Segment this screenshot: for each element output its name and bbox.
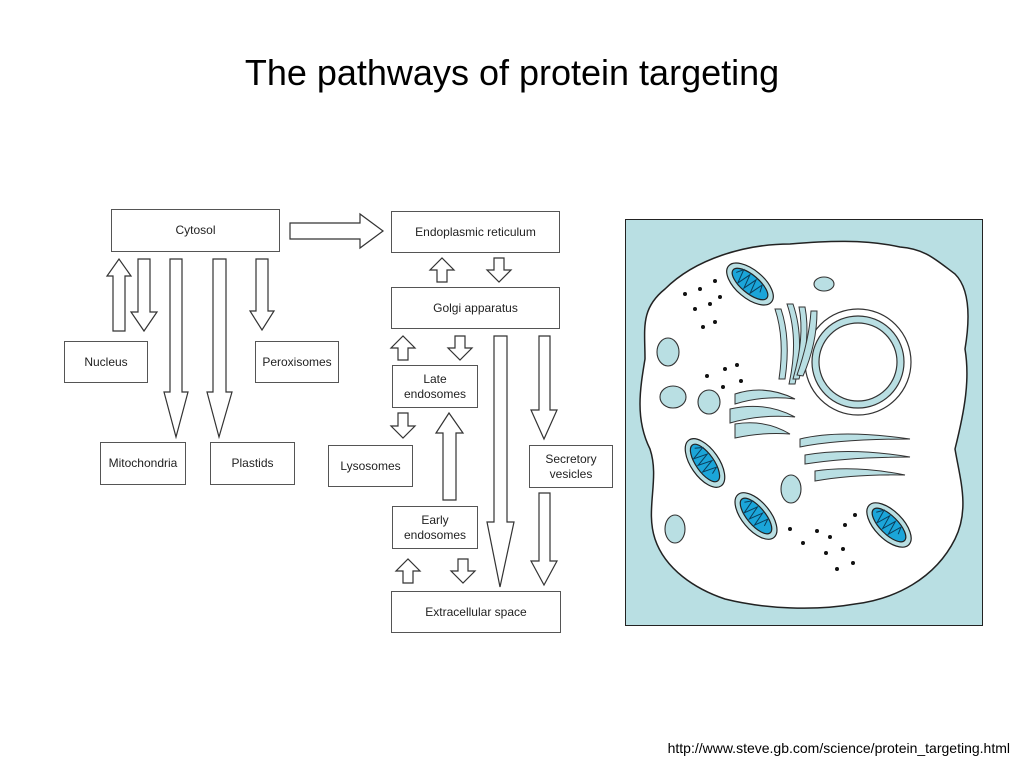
mitochondria-group	[684, 262, 912, 548]
node-endoplasmic-reticulum: Endoplasmic reticulum	[391, 211, 560, 253]
arrow-early-endosomes-to-extracellular	[449, 558, 477, 584]
arrow-golgi-to-er	[428, 257, 456, 283]
arrow-late-endosomes-to-golgi	[389, 335, 417, 361]
node-plastids: Plastids	[210, 442, 295, 485]
node-golgi-apparatus: Golgi apparatus	[391, 287, 560, 329]
cell-illustration	[625, 219, 983, 626]
node-early-endosomes: Early endosomes	[392, 506, 478, 549]
arrow-nucleus-to-cytosol	[105, 257, 133, 332]
ribosomes	[683, 279, 857, 571]
arrow-golgi-to-secretory-vesicles	[530, 335, 558, 441]
node-lysosomes: Lysosomes	[328, 445, 413, 487]
node-late-endosomes: Late endosomes	[392, 365, 478, 408]
node-peroxisomes: Peroxisomes	[255, 341, 339, 383]
node-cytosol: Cytosol	[111, 209, 280, 252]
arrow-extracellular-to-early-endosomes	[394, 558, 422, 584]
arrow-cytosol-to-nucleus	[129, 258, 159, 333]
golgi-stacks	[774, 303, 818, 385]
arrow-secretory-to-extracellular	[529, 492, 559, 587]
node-mitochondria: Mitochondria	[100, 442, 186, 485]
source-url: http://www.steve.gb.com/science/protein_…	[667, 740, 1010, 756]
vesicles	[656, 276, 835, 544]
arrow-cytosol-to-plastids	[206, 258, 233, 440]
arrow-late-endosomes-to-lysosomes	[389, 412, 417, 439]
arrow-golgi-to-late-endosomes	[446, 335, 474, 361]
arrow-cytosol-to-er	[289, 212, 385, 250]
node-nucleus: Nucleus	[64, 341, 148, 383]
node-secretory-vesicles: Secretory vesicles	[529, 445, 613, 488]
arrow-cytosol-to-peroxisomes	[248, 258, 276, 332]
cell-membrane	[639, 240, 969, 609]
arrow-er-to-golgi	[485, 257, 513, 283]
arrow-cytosol-to-mitochondria	[163, 258, 189, 440]
slide-title: The pathways of protein targeting	[244, 52, 780, 93]
arrow-early-to-late-endosomes	[434, 411, 465, 501]
node-extracellular-space: Extracellular space	[391, 591, 561, 633]
endoplasmic-reticulum	[729, 389, 911, 482]
arrow-golgi-to-extracellular	[486, 335, 515, 588]
